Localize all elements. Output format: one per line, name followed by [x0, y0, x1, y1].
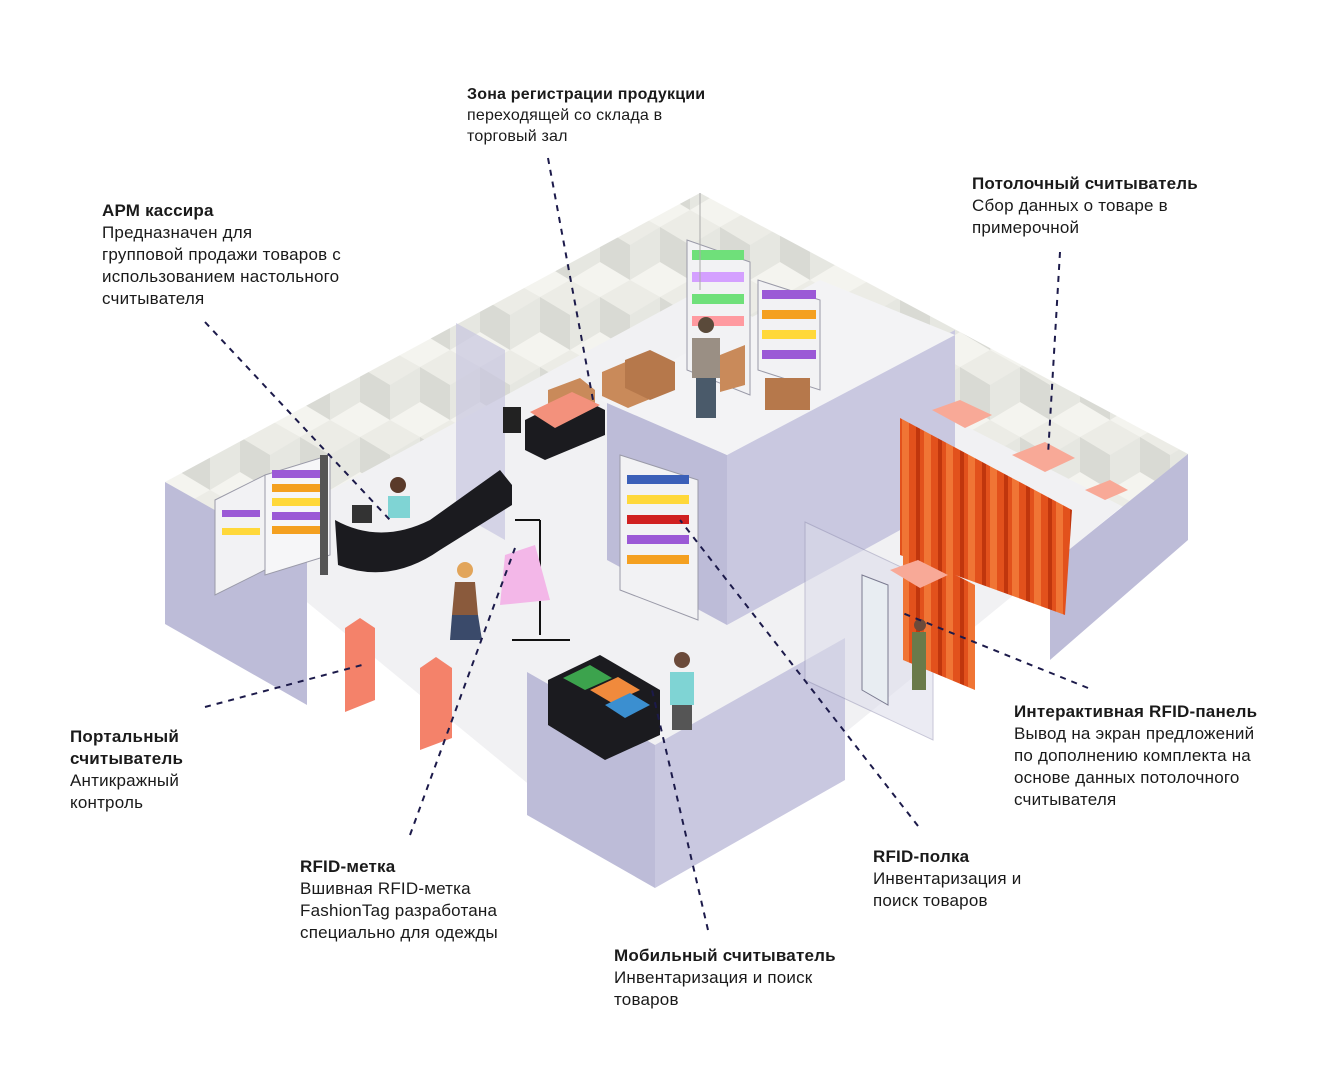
stockroom-side-wall — [727, 330, 955, 625]
cashier-person — [388, 477, 410, 518]
reception-monitor — [503, 407, 521, 433]
callout-text: Вывод на экран предложений по дополнению… — [1014, 724, 1255, 809]
leader-arm — [204, 321, 391, 521]
rfid-shelf-unit — [619, 454, 699, 621]
callout-text: Вшивная RFID-метка FashionTag разработан… — [300, 879, 498, 942]
leader-panel — [899, 611, 1089, 689]
customer-woman — [450, 562, 482, 640]
callout-mobile-reader: Мобильный считыватель Инвентаризация и п… — [614, 945, 836, 1011]
left-shelving-unit — [214, 454, 331, 596]
callout-ceiling-reader: Потолочный считыватель Сбор данных о тов… — [972, 173, 1198, 239]
ceiling-reader-1 — [932, 400, 992, 428]
callout-text: Предназначен для групповой продажи товар… — [102, 223, 341, 308]
stockroom-worker — [692, 317, 720, 418]
callout-cashier-workstation: АРМ кассира Предназначен для групповой п… — [102, 200, 341, 310]
callout-registration-zone: Зона регистрации продукции переходящей с… — [467, 84, 705, 147]
callout-text: Сбор данных о товаре в примерочной — [972, 196, 1168, 237]
leader-tag — [409, 547, 516, 836]
ceiling-reader-3 — [1085, 480, 1128, 500]
callout-portal-reader: Портальный считыватель Антикражный контр… — [70, 726, 183, 814]
staff-with-mobile-reader — [670, 652, 694, 730]
callout-text: Инвентаризация и поиск товаров — [873, 869, 1022, 910]
callout-text: переходящей со склада в торговый зал — [467, 107, 663, 145]
fitting-room-curtain-back — [900, 418, 1072, 615]
portal-reader-right — [420, 657, 452, 750]
fitting-room-person — [912, 619, 926, 690]
leader-ceiling — [1047, 251, 1061, 456]
fitting-room-mirror — [861, 574, 889, 706]
left-wall — [165, 482, 307, 705]
callout-title: RFID-полка — [873, 847, 970, 866]
leader-mobile — [651, 689, 709, 931]
callout-title: RFID-метка — [300, 857, 396, 876]
leader-portal — [204, 664, 363, 708]
callout-text: Антикражный контроль — [70, 771, 180, 812]
ceiling-reader-2 — [1012, 442, 1075, 472]
callout-title: Зона регистрации продукции — [467, 86, 706, 103]
leader-zone — [547, 157, 594, 401]
cashier-monitor — [352, 505, 372, 523]
callout-title: Потолочный считыватель — [972, 174, 1198, 193]
leader-lines — [204, 157, 1089, 931]
clothes-rack — [500, 519, 570, 641]
front-right-wall — [655, 638, 845, 888]
reception-desk-top — [530, 392, 600, 428]
cashier-counter — [335, 470, 512, 573]
callout-title: Портальный считыватель — [70, 727, 184, 768]
callout-title: АРМ кассира — [102, 201, 214, 220]
fitting-room-wall — [1050, 454, 1188, 660]
callout-rfid-shelf: RFID-полка Инвентаризация и поиск товаро… — [873, 846, 1021, 912]
callout-text: Инвентаризация и поиск товаров — [614, 968, 813, 1009]
ceiling-reader-4 — [890, 560, 948, 588]
callout-rfid-tag: RFID-метка Вшивная RFID-метка FashionTag… — [300, 856, 498, 944]
callout-title: Мобильный считыватель — [614, 946, 836, 965]
callout-interactive-panel: Интерактивная RFID-панель Вывод на экран… — [1014, 701, 1257, 811]
callout-title: Интерактивная RFID-панель — [1014, 702, 1258, 721]
leader-shelf — [679, 519, 919, 827]
